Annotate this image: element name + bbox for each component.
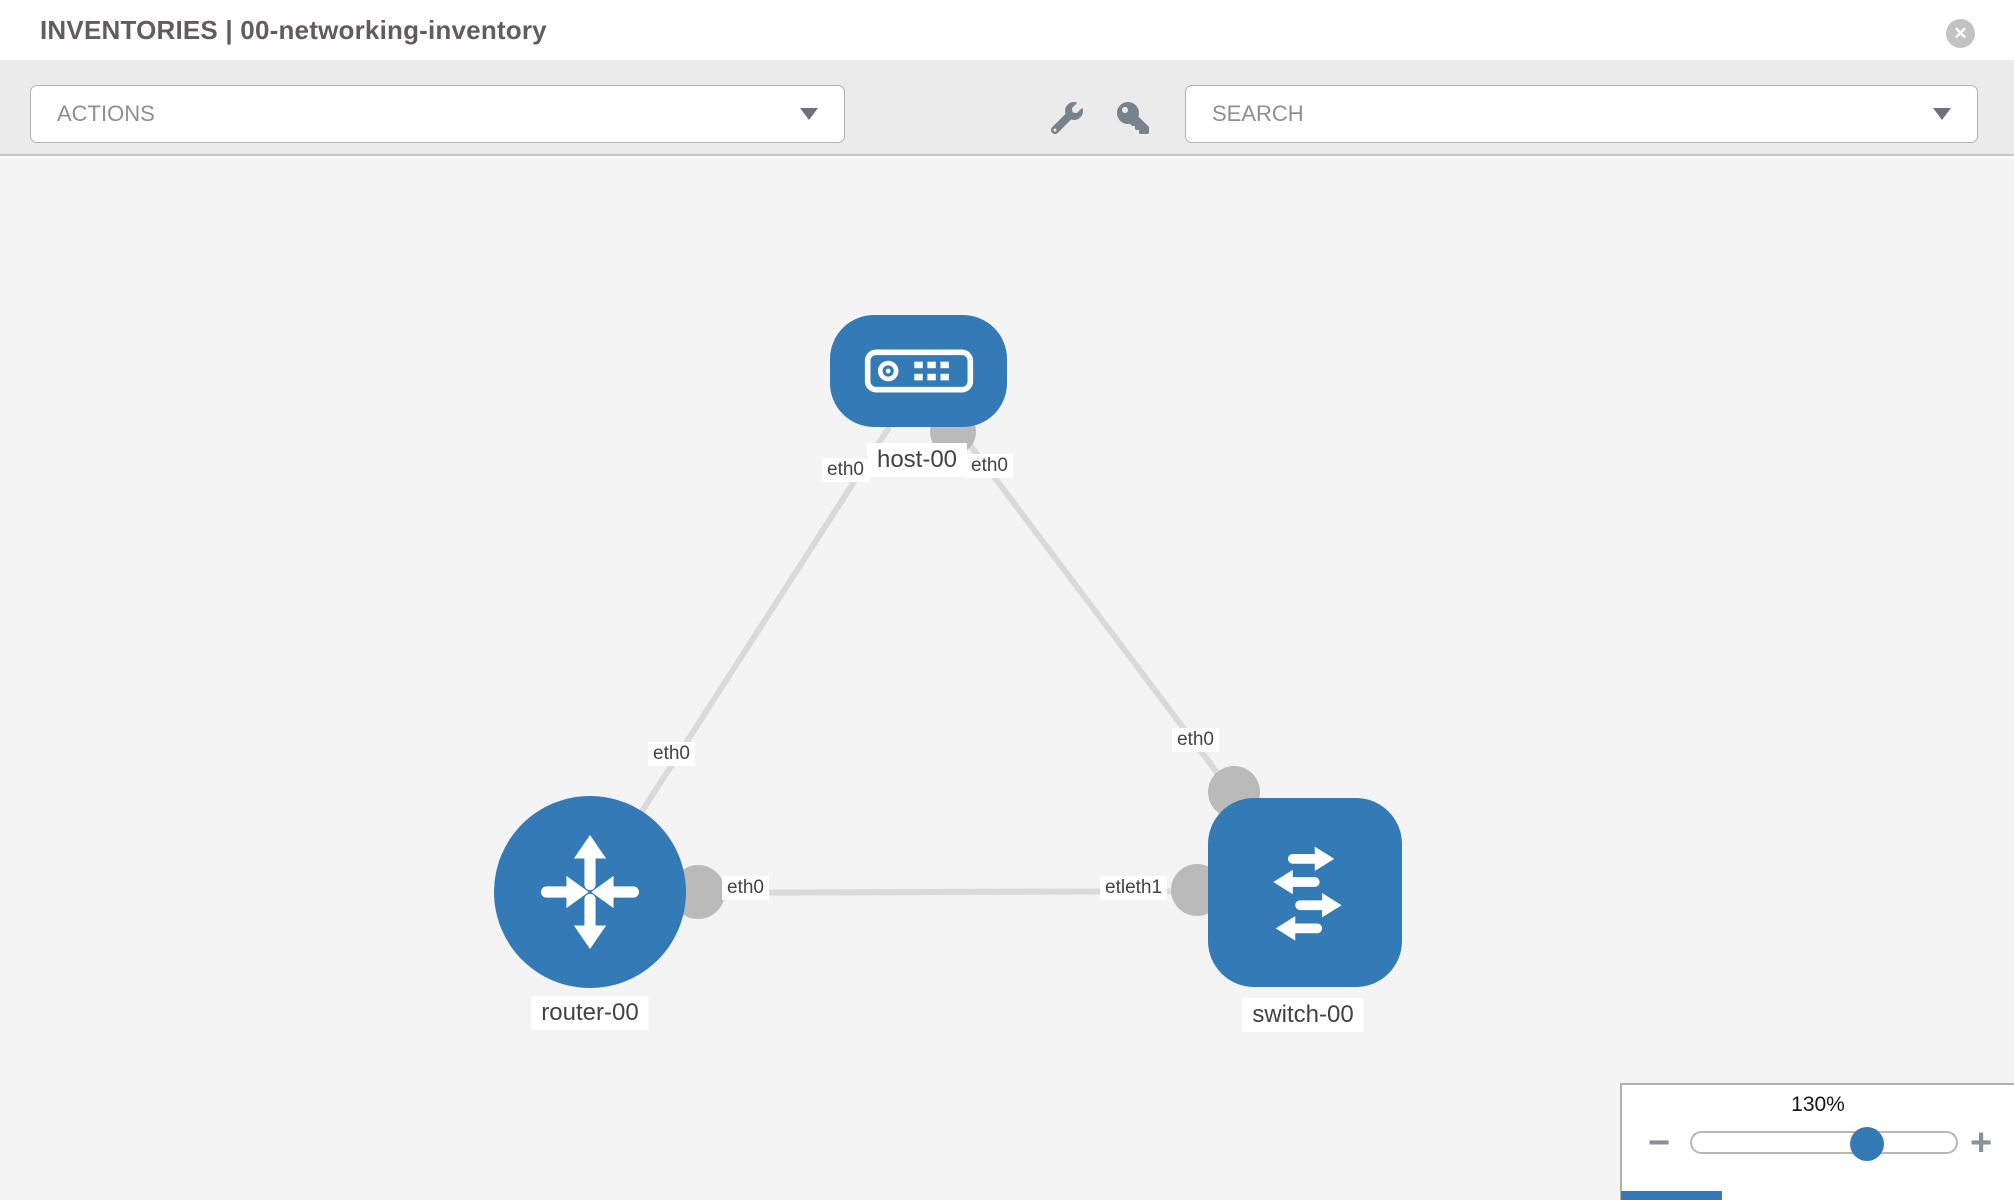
node-label-switch: switch-00	[1242, 998, 1364, 1032]
interface-label-router-eth0-side: eth0	[722, 876, 769, 900]
interface-label-switch-eth0-top: eth0	[1172, 728, 1219, 752]
interface-label-host-eth0-right: eth0	[966, 454, 1013, 478]
search-dropdown[interactable]: SEARCH	[1185, 85, 1978, 143]
switch-icon	[1273, 846, 1342, 941]
zoom-out-button[interactable]: −	[1648, 1123, 1670, 1163]
close-icon: ✕	[1953, 24, 1968, 43]
wrench-icon	[1051, 102, 1083, 134]
chevron-down-icon	[800, 108, 818, 120]
close-button[interactable]: ✕	[1946, 19, 1975, 48]
actions-dropdown[interactable]: ACTIONS	[30, 85, 845, 143]
node-switch-00[interactable]	[1208, 798, 1402, 987]
node-host-00[interactable]	[830, 315, 1007, 427]
zoom-slider[interactable]	[1690, 1127, 1958, 1161]
app-header: INVENTORIES | 00-networking-inventory ✕	[0, 0, 2014, 60]
key-icon	[1117, 102, 1149, 134]
node-router-00[interactable]	[494, 796, 686, 988]
plus-icon: +	[1970, 1122, 1993, 1164]
zoom-level: 130%	[1791, 1093, 1845, 1116]
node-label-host: host-00	[866, 443, 968, 477]
topology-canvas[interactable]: host-00 router-00 switch-00 eth0 eth0 et…	[0, 158, 2014, 1200]
zoom-panel: 130% − +	[1620, 1083, 2014, 1200]
host-icon	[864, 349, 973, 393]
search-input-placeholder: SEARCH	[1212, 101, 1304, 126]
chevron-down-icon	[1933, 108, 1951, 120]
actions-dropdown-label: ACTIONS	[57, 101, 155, 126]
interface-label-switch-eth1-overlap: etleth1	[1100, 876, 1168, 900]
zoom-slider-thumb[interactable]	[1850, 1127, 1884, 1161]
key-button[interactable]	[1113, 98, 1153, 138]
key-panel-edge[interactable]	[1621, 1191, 1722, 1200]
interface-label-host-eth0-left: eth0	[822, 458, 869, 482]
minus-icon: −	[1648, 1122, 1671, 1164]
interface-label-router-eth0-top: eth0	[648, 742, 695, 766]
page-title: INVENTORIES | 00-networking-inventory	[40, 15, 547, 45]
node-label-router: router-00	[531, 996, 649, 1030]
toolbar: ACTIONS SEARCH	[0, 60, 2014, 156]
zoom-in-button[interactable]: +	[1970, 1123, 1992, 1163]
router-icon	[541, 834, 639, 950]
links-layer	[587, 409, 1260, 919]
wrench-button[interactable]	[1047, 98, 1087, 138]
